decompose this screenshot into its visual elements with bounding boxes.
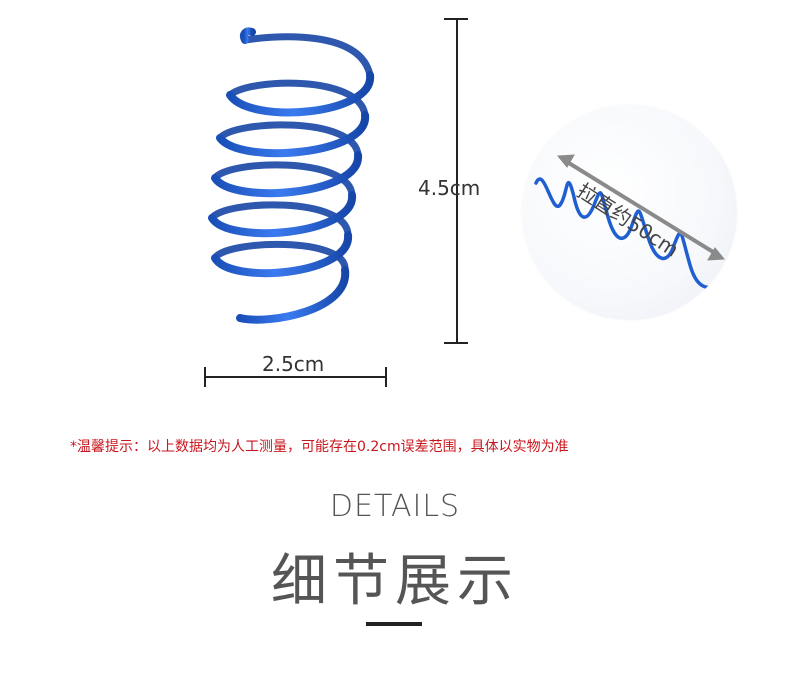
stretched-spring-image	[534, 154, 737, 290]
width-measure-right-cap	[385, 367, 387, 387]
height-measure-top-cap	[444, 18, 468, 20]
width-measure-left-cap	[204, 367, 206, 387]
section-title-en: DETAILS	[329, 489, 461, 524]
width-measure-line	[205, 376, 386, 378]
stretched-spring-inset: 拉直约50cm	[522, 105, 737, 320]
width-label: 2.5cm	[262, 352, 325, 376]
height-measure-line	[456, 19, 458, 344]
section-underline	[366, 622, 422, 626]
spring-toy-image	[208, 27, 374, 324]
measurement-disclaimer: *温馨提示：以上数据均为人工测量，可能存在0.2cm误差范围，具体以实物为准	[70, 439, 569, 455]
height-label: 4.5cm	[418, 176, 481, 200]
height-measure-bottom-cap	[444, 342, 468, 344]
section-title-zh: 细节展示	[271, 549, 519, 614]
